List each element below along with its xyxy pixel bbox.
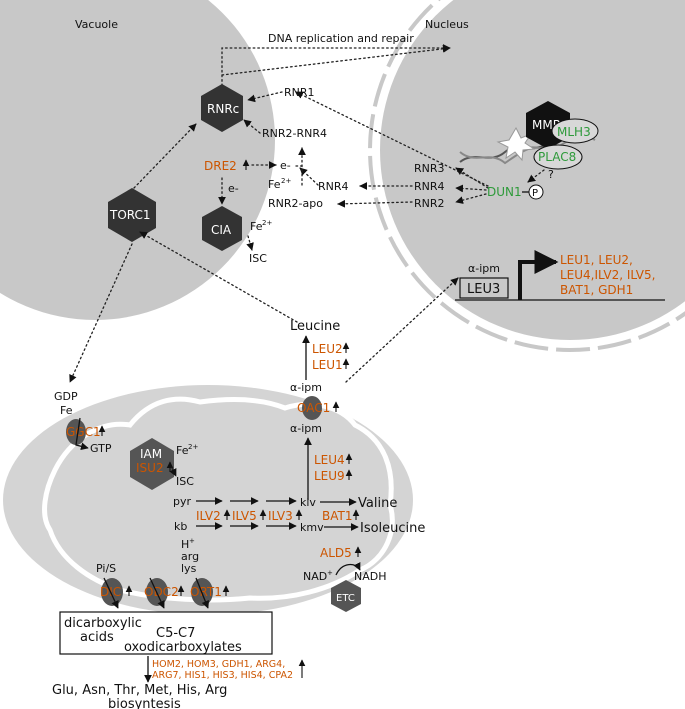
leu4-label: LEU4 xyxy=(314,453,345,467)
rnr2-apo-label: RNR2-apo xyxy=(268,197,323,210)
nad-sup: + xyxy=(327,569,333,577)
fe-mito-label: Fe xyxy=(176,444,189,457)
target-genes-line3: BAT1, GDH1 xyxy=(560,283,633,297)
alpha-ipm-mito-label: α-ipm xyxy=(290,422,322,435)
oac1-transporter xyxy=(302,396,322,420)
etc-label: ETC xyxy=(336,593,355,604)
isc-cyto-label: ISC xyxy=(249,252,267,265)
box-line2: acids xyxy=(80,630,114,645)
dic-transporter xyxy=(101,578,123,606)
dre2-label: DRE2 xyxy=(204,159,237,173)
fe2-sup-b: 2+ xyxy=(262,219,272,227)
kb-label: kb xyxy=(174,520,187,533)
box-line1: dicarboxylic xyxy=(64,616,142,631)
ort1-label: ORT1 xyxy=(190,585,222,599)
bottom-genes-line2: ARG7, HIS1, HIS3, HIS4, CPA2 xyxy=(152,670,293,681)
ald5-label: ALD5 xyxy=(320,546,352,560)
box-line3: C5-C7 xyxy=(156,626,195,641)
torc1-complex xyxy=(108,188,156,242)
lys-label: lys xyxy=(181,562,197,575)
rnrc-complex xyxy=(201,84,243,132)
alpha-ipm-top-label: α-ipm xyxy=(290,381,322,394)
alpha-ipm-nuc-label: α-ipm xyxy=(468,262,500,275)
kiv-label: kiv xyxy=(300,496,316,509)
leu2-label: LEU2 xyxy=(312,342,343,356)
iam-label: IAM xyxy=(140,447,162,461)
ilv2-label: ILV2 xyxy=(196,509,221,523)
leu9-label: LEU9 xyxy=(314,469,345,483)
etc-complex xyxy=(331,580,361,612)
promoter-arrow xyxy=(518,250,559,300)
pyr-label: pyr xyxy=(173,495,191,508)
fe-mito-sup: 2+ xyxy=(188,443,198,451)
mlh3-label: MLH3 xyxy=(557,125,591,139)
rnr1-label: RNR1 xyxy=(284,86,315,99)
pi-s-label: Pi/S xyxy=(96,562,116,575)
plac8-ellipse xyxy=(533,144,583,170)
rnr4-nuc-label: RNR4 xyxy=(414,180,445,193)
torc1-label: TORC1 xyxy=(109,208,151,222)
nad-label: NAD xyxy=(303,570,327,583)
phospho-label: P xyxy=(532,188,538,199)
valine-label: Valine xyxy=(358,496,397,511)
bat1-label: BAT1 xyxy=(322,509,352,523)
isc-mito-label: ISC xyxy=(176,475,194,488)
ilv5-label: ILV5 xyxy=(232,509,257,523)
leu1-label: LEU1 xyxy=(312,358,343,372)
nucleus-label: Nucleus xyxy=(425,18,469,31)
e-minus-label-1: e- xyxy=(280,159,291,172)
rnrc-label: RNRc xyxy=(207,102,239,116)
box-line4: oxodicarboxylates xyxy=(124,640,242,655)
dicarboxylic-box xyxy=(59,611,273,655)
rnr3-label: RNR3 xyxy=(414,162,445,175)
fe2-sup-a: 2+ xyxy=(281,177,291,185)
question-label: ? xyxy=(548,168,554,181)
odc2-label: ODC2 xyxy=(144,585,179,599)
ilv3-label: ILV3 xyxy=(268,509,293,523)
cia-label: CIA xyxy=(211,223,232,237)
oac1-label: OAC1 xyxy=(297,401,330,415)
gdp-label: GDP xyxy=(54,390,78,403)
target-genes-line2: LEU4,ILV2, ILV5, xyxy=(560,268,655,282)
iam-complex xyxy=(130,438,174,490)
dun1-label: DUN1 xyxy=(487,185,522,199)
hplus-sup: + xyxy=(189,537,195,545)
mlh3-ellipse xyxy=(551,118,599,144)
bottom-genes-line1: HOM2, HOM3, GDH1, ARG4, xyxy=(152,659,285,670)
rnr2-nuc-label: RNR2 xyxy=(414,197,445,210)
fe2-label-b: Fe xyxy=(250,220,263,233)
hplus-label: H xyxy=(181,538,189,551)
ggc1-transporter xyxy=(66,419,86,445)
gtp-label: GTP xyxy=(90,442,112,455)
nucleus-membrane-outline xyxy=(368,0,685,352)
cia-complex xyxy=(202,206,242,251)
dna-replication-arrow xyxy=(221,44,451,76)
dna-replication-label: DNA replication and repair xyxy=(268,32,414,45)
rnr4-cyto-label: RNR4 xyxy=(318,180,349,193)
kmv-label: kmv xyxy=(300,521,324,534)
leu3-box xyxy=(459,277,509,299)
nadh-label: NADH xyxy=(354,570,387,583)
fe-cyto-label: Fe xyxy=(60,404,73,417)
leucine-label: Leucine xyxy=(290,319,340,334)
fe2-label-a: Fe xyxy=(268,178,281,191)
target-genes-line1: LEU1, LEU2, xyxy=(560,253,633,267)
bottom-output-line2: biosyntesis xyxy=(108,697,181,709)
nucleus-compartment xyxy=(380,0,685,340)
bottom-output-line1: Glu, Asn, Thr, Met, His, Arg xyxy=(52,683,227,698)
rnr2-rnr4-label: RNR2-RNR4 xyxy=(262,127,327,140)
leu3-label: LEU3 xyxy=(467,282,500,297)
ggc1-label: GGC1 xyxy=(66,425,101,439)
isoleucine-label: Isoleucine xyxy=(360,521,425,536)
vacuole-label: Vacuole xyxy=(75,18,118,31)
e-minus-label-2: e- xyxy=(228,182,239,195)
isu2-label: ISU2 xyxy=(136,461,164,475)
plac8-label: PLAC8 xyxy=(538,150,576,164)
arg-label: arg xyxy=(181,550,199,563)
phospho-circle xyxy=(528,184,544,200)
